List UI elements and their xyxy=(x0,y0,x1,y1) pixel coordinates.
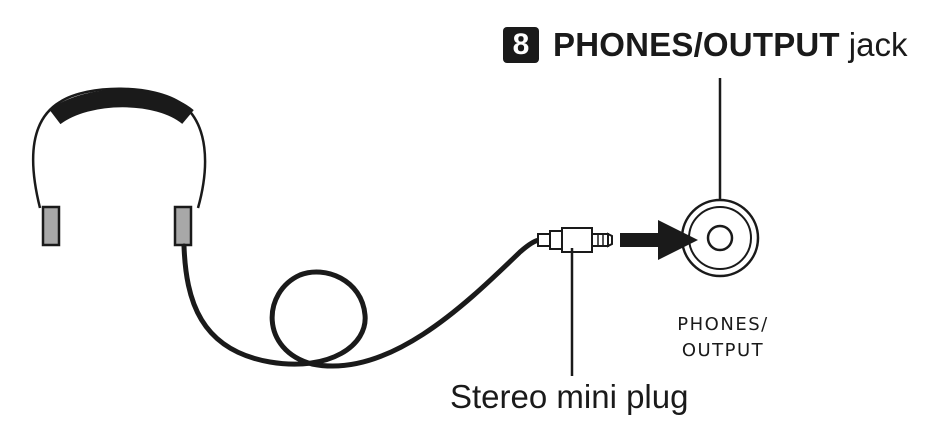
jack-label-line1: PHONES/ xyxy=(677,314,769,335)
headphone-cable xyxy=(181,237,543,369)
headband-pad xyxy=(49,89,194,125)
jack-title: 8 PHONES/OUTPUT jack xyxy=(503,20,907,70)
jack-suffix: jack xyxy=(848,26,908,63)
jack-name: PHONES/OUTPUT xyxy=(553,26,840,63)
jack-label-line2: OUTPUT xyxy=(681,340,765,361)
jack-panel-label: PHONES/ OUTPUT xyxy=(660,312,786,364)
left-earcup xyxy=(41,205,61,247)
right-earcup xyxy=(173,205,193,247)
callout-number-badge: 8 xyxy=(503,27,539,63)
plug-label: Stereo mini plug xyxy=(450,378,689,415)
stereo-plug-icon xyxy=(537,227,613,253)
headphones-icon xyxy=(31,87,207,247)
insert-arrow-icon xyxy=(620,220,698,260)
headband-frame xyxy=(31,87,207,209)
